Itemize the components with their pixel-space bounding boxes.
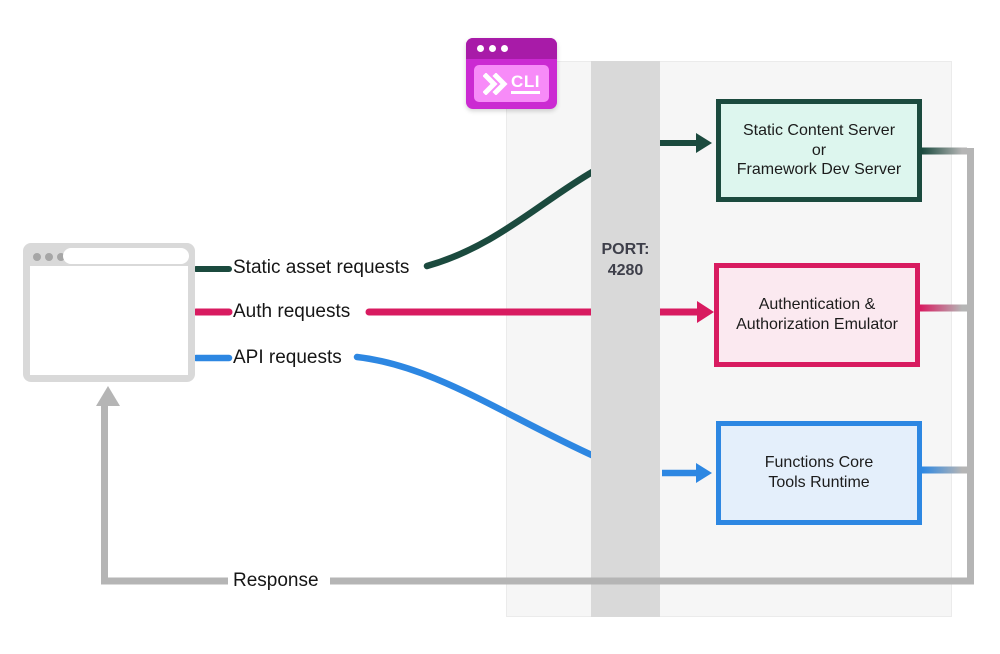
cli-screen: CLI <box>474 65 549 102</box>
cli-window-icon: CLI <box>466 38 557 109</box>
cli-titlebar <box>466 38 557 59</box>
static-server-line1: Static Content Server <box>742 122 896 140</box>
port-bar <box>591 61 660 617</box>
chevron-prompt-icon <box>483 72 508 95</box>
port-label-text: PORT: <box>601 241 650 258</box>
auth-emulator-line2: Authorization Emulator <box>736 316 898 333</box>
static-server-line2: or <box>811 141 827 159</box>
cli-dot-icon <box>477 45 484 52</box>
response-label: Response <box>233 570 319 591</box>
static-content-server-box: Static Content Server or Framework Dev S… <box>716 99 922 202</box>
auth-emulator-box: Authentication & Authorization Emulator <box>714 263 920 367</box>
cli-dot-icon <box>489 45 496 52</box>
port-label: PORT: 4280 <box>591 239 660 281</box>
functions-runtime-line2: Tools Runtime <box>768 474 870 491</box>
response-bottom-line-left <box>101 400 228 585</box>
static-server-line3: Framework Dev Server <box>736 161 902 179</box>
auth-requests-label: Auth requests <box>233 301 351 322</box>
auth-emulator-line1: Authentication & <box>758 296 876 314</box>
browser-content-area <box>30 266 188 375</box>
browser-dot-icon <box>33 253 41 261</box>
browser-window-icon <box>23 243 195 382</box>
browser-dot-icon <box>45 253 53 261</box>
functions-runtime-line1: Functions Core <box>764 454 874 472</box>
cli-dot-icon <box>501 45 508 52</box>
api-requests-label: API requests <box>233 347 342 368</box>
port-number: 4280 <box>607 262 644 280</box>
response-arrowhead-icon <box>96 386 120 406</box>
browser-address-bar <box>63 248 189 264</box>
browser-dot-icon <box>57 253 65 261</box>
functions-runtime-box: Functions Core Tools Runtime <box>716 421 922 525</box>
static-requests-label: Static asset requests <box>233 257 410 278</box>
cli-label: CLI <box>511 72 540 95</box>
